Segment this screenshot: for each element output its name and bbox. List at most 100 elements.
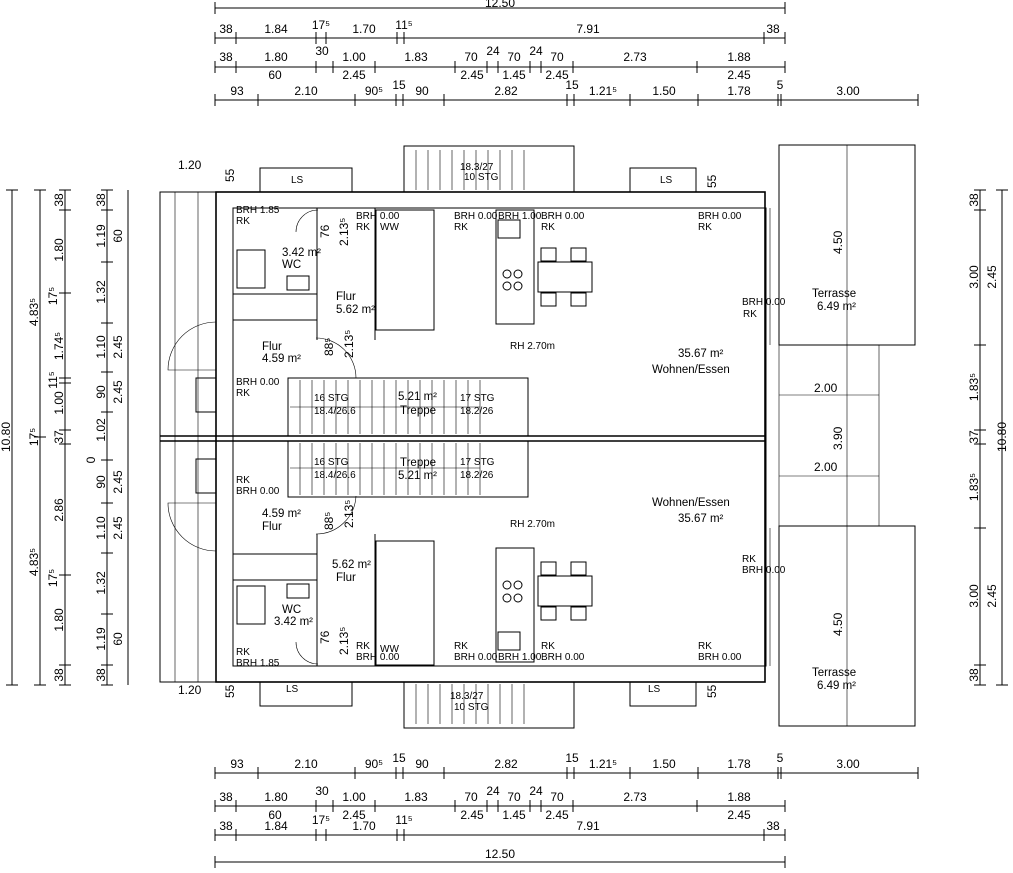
room-labels: 3.42 m² WC Flur 5.62 m² Flur 4.59 m² 5.2… <box>262 247 856 692</box>
dim-text: 12.50 <box>485 847 515 861</box>
rk-label: RK <box>743 309 757 320</box>
wc-area-top: 3.42 m² <box>282 247 321 259</box>
brh-label: BRH 0.00 <box>454 652 498 663</box>
rk-label: RK <box>742 554 756 565</box>
rk-label: RK <box>236 216 250 227</box>
dim-text: 24 <box>486 44 500 58</box>
dim-text: 3.00 <box>967 265 981 289</box>
dim-text: 10.80 <box>995 422 1009 452</box>
dim-text: 0 <box>84 456 98 463</box>
dim-text: 4.83⁵ <box>27 548 41 576</box>
bottom-dimension-ticks <box>214 767 919 868</box>
dim-text: 11⁵ <box>395 813 412 827</box>
dim-text: 10.80 <box>0 422 13 452</box>
dim-text: 1.84 <box>264 22 288 36</box>
right-dimension-ticks <box>974 189 1008 686</box>
dim-text: 93 <box>230 84 244 98</box>
dim-text: 15 <box>392 78 406 92</box>
brh-label: BRH 0.00 <box>698 211 742 222</box>
terrace-depth: 4.50 <box>831 612 845 636</box>
dim-text: 90 <box>415 757 429 771</box>
wc-area-bottom: 3.42 m² <box>274 616 313 628</box>
dim-text: 1.88 <box>727 50 751 64</box>
dim-text: 90 <box>94 475 108 489</box>
brh-label: BRH 0.00 <box>698 652 742 663</box>
dim-text: 38 <box>219 50 233 64</box>
dim-text: 1.19 <box>94 627 108 651</box>
brh-label: BRH 1.00 <box>498 211 542 222</box>
dim-text: 2.45 <box>111 516 125 540</box>
dim-text: 70 <box>464 50 478 64</box>
cellar-stair-stg: 10 STG <box>454 702 489 713</box>
dim-text: 90 <box>94 385 108 399</box>
dim-text: 15 <box>565 751 579 765</box>
dim-text: 2.45 <box>985 265 999 289</box>
dim-text: 2.45 <box>460 808 484 822</box>
left-dimension-texts: 10.80 4.83⁵ 4.83⁵ 17⁵ 38 1.80 17⁵ 1.74⁵ … <box>0 193 125 682</box>
treppe-name-top: Treppe <box>400 405 436 417</box>
dim-text: 5 <box>777 78 784 92</box>
terrasse-name-bottom: Terrasse <box>812 667 856 679</box>
dim-text: 2.10 <box>294 757 318 771</box>
flur-name-bottom: Flur <box>336 572 356 584</box>
dim-text: 55 <box>223 684 237 698</box>
dim-text: 2.13⁵ <box>337 627 351 655</box>
gap-width: 2.00 <box>814 381 838 395</box>
dim-text: 38 <box>219 790 233 804</box>
dim-text: 17⁵ <box>46 569 60 587</box>
dim-text: 38 <box>52 668 66 682</box>
dim-text: 1.45 <box>502 68 526 82</box>
rk-label: RK <box>236 388 250 399</box>
dim-text: 7.91 <box>576 819 600 833</box>
brh-label: BRH 1.85 <box>236 205 280 216</box>
stair-stg: 16 STG <box>314 457 349 468</box>
gap-width: 2.00 <box>814 460 838 474</box>
dim-text: 1.10 <box>94 335 108 359</box>
wc-name-top: WC <box>282 259 301 271</box>
ls-label: LS <box>291 175 304 186</box>
dim-text: 1.80 <box>52 608 66 632</box>
ls-label: LS <box>286 684 299 695</box>
ww-label: WW <box>380 644 399 655</box>
dim-text: 1.80 <box>52 238 66 262</box>
stair-stg: 16 STG <box>314 393 349 404</box>
dim-text: 1.02 <box>94 418 108 442</box>
top-dimension-ticks <box>214 2 919 106</box>
dim-text: 37 <box>967 430 981 444</box>
stair-ratio: 18.4/26.6 <box>314 470 356 481</box>
dim-text: 3.00 <box>967 584 981 608</box>
dim-text: 2.45 <box>342 808 366 822</box>
dim-text: 90 <box>415 84 429 98</box>
dim-text: 17⁵ <box>27 428 41 446</box>
dim-text: 2.13⁵ <box>337 218 351 246</box>
dim-text: 1.78 <box>727 757 751 771</box>
dim-text: 55 <box>223 168 237 182</box>
dim-text: 38 <box>766 22 780 36</box>
brh-label: BRH 0.00 <box>541 211 585 222</box>
dim-text: 88⁵ <box>322 338 336 356</box>
cellar-stair-stg: 10 STG <box>464 172 499 183</box>
flur-area-bottom: 5.62 m² <box>332 559 371 571</box>
dim-text: 88⁵ <box>322 512 336 530</box>
stair-stg: 17 STG <box>460 393 495 404</box>
dim-text: 55 <box>705 174 719 188</box>
right-dimensions <box>979 190 1003 685</box>
dim-text: 60 <box>268 68 282 82</box>
ls-label: LS <box>648 684 661 695</box>
dim-text: 76 <box>318 630 332 644</box>
dim-text: 1.83 <box>404 50 428 64</box>
dim-text: 60 <box>111 632 125 646</box>
dim-text: 1.88 <box>727 790 751 804</box>
dim-text: 24 <box>529 44 543 58</box>
dim-text: 1.83⁵ <box>967 473 981 501</box>
dim-text: 38 <box>219 22 233 36</box>
dim-text: 38 <box>967 193 981 207</box>
dim-text: 3.00 <box>836 84 860 98</box>
brh-label: BRH 0.00 <box>236 486 280 497</box>
dim-text: 38 <box>219 819 233 833</box>
dim-text: 1.10 <box>94 516 108 540</box>
dim-text: 1.21⁵ <box>589 84 617 98</box>
rk-label: RK <box>356 222 370 233</box>
dim-text: 4.83⁵ <box>27 298 41 326</box>
